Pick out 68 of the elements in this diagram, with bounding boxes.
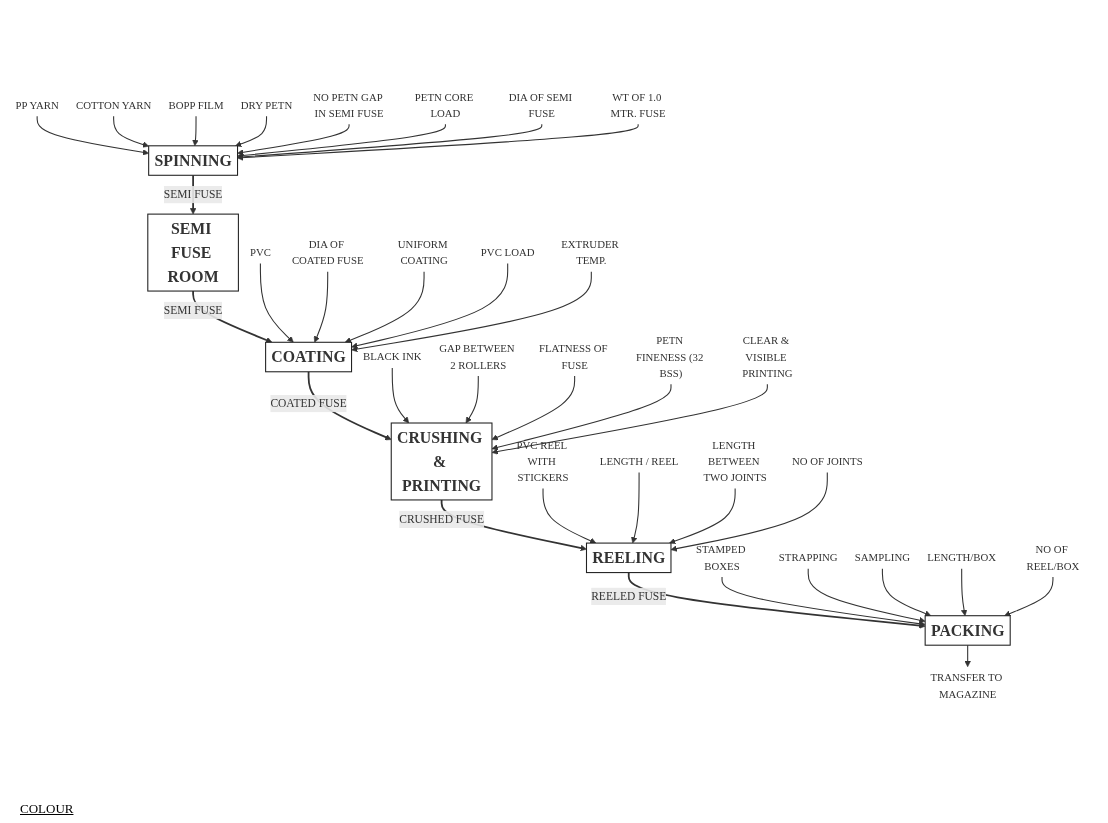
node-text: PETN CORE LOAD [414, 90, 474, 119]
arrow [807, 567, 926, 623]
node-text: GAP BETWEEN 2 ROLLERS [439, 342, 515, 371]
node-text: PVC LOAD [480, 246, 535, 258]
node-box: COATING [265, 341, 353, 372]
arrow [964, 644, 971, 667]
node-text: NO PETN GAP IN SEMI FUSE [313, 90, 384, 119]
arrow [961, 567, 968, 616]
arrow [391, 366, 410, 423]
node-text: FLATNESS OF FUSE [538, 342, 608, 371]
node-text: NO OF REEL/BOX [1026, 543, 1080, 571]
arrow [237, 123, 639, 161]
node-text: LENGTH/BOX [927, 551, 997, 563]
edge-label: REELED FUSE [591, 589, 667, 602]
node-text: PVC [249, 246, 271, 258]
edge-label: SEMI FUSE [163, 187, 223, 200]
arrow [237, 123, 543, 160]
node-box: SEMI FUSE ROOM [147, 213, 239, 292]
arrow [627, 571, 926, 629]
node-text: CLEAR & VISIBLE PRINTING [742, 334, 793, 379]
edge-label: SEMI FUSE [163, 303, 223, 316]
arrow [259, 262, 294, 343]
node-text: SAMPLING [854, 551, 910, 563]
arrow [1004, 575, 1054, 617]
node-text: PP YARN [15, 98, 59, 111]
arrow [721, 575, 926, 627]
arrow [237, 123, 446, 159]
arrow [491, 383, 672, 450]
edge-label: COATED FUSE [270, 396, 347, 409]
node-text: PETN FINENESS (32 BSS) [635, 334, 704, 379]
node-text: BLACK INK [363, 350, 422, 363]
arrow [670, 471, 828, 552]
legend-heading: COLOUR [20, 801, 74, 816]
node-text: LENGTH / REEL [599, 455, 679, 467]
arrow [491, 375, 576, 440]
arrow [36, 115, 149, 155]
node-text: DIA OF SEMI FUSE [508, 90, 573, 119]
arrow [313, 270, 329, 343]
node-text: LENGTH BETWEEN TWO JOINTS [703, 438, 767, 483]
arrow [351, 270, 592, 352]
node-box: REELING [585, 542, 672, 573]
arrow [344, 270, 425, 343]
arrow [669, 487, 736, 544]
node-text: DIA OF COATED FUSE [291, 238, 364, 266]
arrow [542, 487, 597, 544]
node-box: CRUSHING & PRINTING [390, 421, 493, 500]
node-text: COTTON YARN [76, 98, 152, 111]
edge-label: CRUSHED FUSE [399, 512, 484, 525]
node-text: WT OF 1.0 MTR. FUSE [610, 90, 666, 119]
arrow [113, 115, 149, 148]
node-box: SPINNING [148, 144, 239, 176]
node-text: UNIFORM COATING [397, 238, 448, 266]
arrow [881, 567, 932, 617]
arrow [192, 115, 199, 146]
node-text: EXTRUDER TEMP. [561, 238, 619, 266]
node-text: NO OF JOINTS [791, 455, 863, 467]
node-text: DRY PETN [240, 98, 293, 111]
node-text: STRAPPING [778, 551, 838, 563]
node-text: BOPP FILM [168, 98, 224, 111]
node-text: TRANSFER TO MAGAZINE [930, 671, 1003, 699]
arrow [237, 123, 350, 155]
arrow [631, 471, 640, 543]
node-box: PACKING [924, 614, 1011, 646]
arrow [491, 383, 768, 455]
node-text: STAMPED BOXES [695, 543, 746, 571]
arrow [235, 115, 268, 147]
arrow [465, 375, 479, 423]
arrow [351, 262, 509, 349]
